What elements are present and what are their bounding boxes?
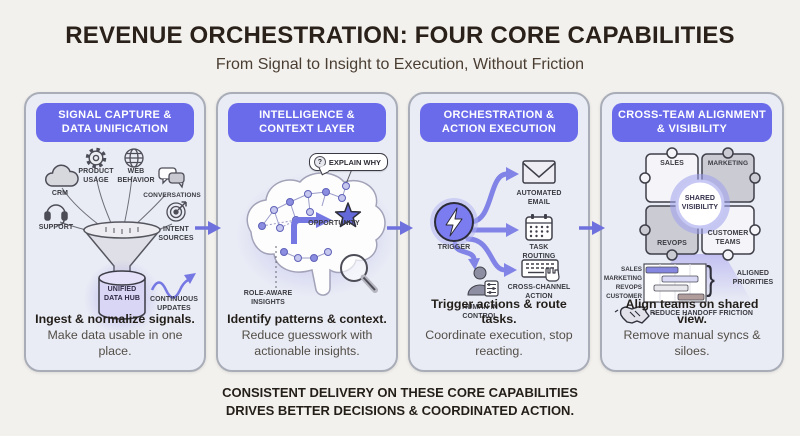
label-puzzle-sales: SALES — [660, 160, 684, 167]
email-icon — [522, 160, 556, 184]
star-icon — [334, 202, 362, 228]
label-crm: CRM — [51, 190, 69, 197]
label-support: SUPPORT — [38, 224, 74, 231]
gantt-row-customer: CUSTOMER — [606, 293, 642, 300]
calendar-icon — [525, 214, 553, 241]
intelligence-scene — [236, 163, 396, 297]
panel-orchestration-title: ORCHESTRATION & ACTION EXECUTION — [420, 103, 578, 142]
gantt-row-marketing: MARKETING — [603, 275, 642, 282]
alignment-scene — [614, 147, 761, 324]
brace-glyph: } — [706, 260, 715, 298]
footer-line1: CONSISTENT DELIVERY ON THESE CORE CAPABI… — [222, 385, 578, 400]
orchestration-scene — [430, 160, 560, 297]
opportunity-arrow-icon — [291, 212, 332, 244]
footer-line2: DRIVES BETTER DECISIONS & COORDINATED AC… — [225, 402, 575, 418]
signal-caption: Ingest & normalize signals. Make data us… — [35, 312, 195, 359]
shared-visibility-circle — [675, 179, 725, 229]
trigger-icon — [430, 198, 478, 246]
panel-orchestration: ORCHESTRATION & ACTION EXECUTION — [408, 92, 590, 372]
intelligence-caption: Identify patterns & context. Reduce gues… — [227, 312, 387, 359]
panel-intelligence-title: INTELLIGENCE & CONTEXT LAYER — [228, 103, 386, 142]
label-continuous-updates: CONTINUOUS UPDATES — [149, 296, 199, 312]
arrow-right-icon — [579, 221, 605, 235]
label-unified-data-hub: UNIFIED DATA HUB — [103, 286, 141, 302]
gantt-row-revops: REVOPS — [615, 284, 642, 291]
label-shared-visibility: SHARED VISIBILITY — [681, 195, 719, 211]
orchestration-caption: Trigger actions & route tasks. Coordinat… — [425, 296, 573, 359]
label-conversations: CONVERSATIONS — [143, 192, 201, 199]
label-automated-email: AUTOMATED EMAIL — [516, 190, 562, 206]
panel-intelligence: INTELLIGENCE & CONTEXT LAYER — [216, 92, 398, 372]
keyboard-icon — [521, 259, 560, 282]
panel-alignment: CROSS-TEAM ALIGNMENT & VISIBILITY — [600, 92, 784, 372]
label-opportunity: OPPORTUNITY — [308, 220, 360, 227]
database-icon — [98, 270, 146, 320]
gantt-chart — [643, 263, 707, 303]
page-title: REVENUE ORCHESTRATION: FOUR CORE CAPABIL… — [65, 22, 735, 49]
target-icon — [166, 201, 187, 222]
label-human-in-control: HUMAN IN CONTROL — [462, 304, 498, 320]
arrow-right-icon — [195, 221, 221, 235]
footer-statement: CONSISTENT DELIVERY ON THESE CORE CAPABI… — [0, 384, 800, 419]
gear-icon — [85, 147, 107, 169]
magnifier-icon — [340, 254, 378, 293]
alignment-caption: Align teams on shared view. Remove manua… — [623, 296, 761, 359]
chat-icon — [158, 167, 185, 189]
label-aligned-priorities: ALIGNED PRIORITIES — [732, 270, 774, 286]
explain-why-bubble: ? EXPLAIN WHY — [308, 153, 388, 176]
page-subtitle: From Signal to Insight to Execution, Wit… — [215, 56, 585, 73]
label-cross-channel: CROSS-CHANNEL ACTION — [507, 284, 571, 300]
signal-scene — [44, 147, 196, 330]
person-icon — [467, 266, 499, 297]
gantt-row-sales: SALES — [621, 266, 642, 273]
headset-icon — [44, 204, 68, 226]
label-role-aware: ROLE-AWARE INSIGHTS — [243, 290, 293, 306]
cloud-icon — [45, 164, 79, 187]
neural-nodes — [258, 182, 350, 262]
handshake-icon — [614, 306, 656, 324]
label-web-behavior: WEB BEHAVIOR — [117, 168, 155, 184]
label-puzzle-marketing: MARKETING — [707, 160, 749, 167]
globe-icon — [124, 148, 144, 168]
label-intent-sources: INTENT SOURCES — [158, 226, 194, 242]
label-puzzle-customer-teams: CUSTOMER TEAMS — [707, 230, 749, 246]
panel-alignment-title: CROSS-TEAM ALIGNMENT & VISIBILITY — [612, 103, 772, 142]
panel-signal-title: SIGNAL CAPTURE & DATA UNIFICATION — [36, 103, 194, 142]
explain-why-label: EXPLAIN WHY — [328, 157, 381, 167]
label-puzzle-revops: REVOPS — [657, 240, 687, 247]
label-product-usage: PRODUCT USAGE — [78, 168, 114, 184]
arrow-right-icon — [387, 221, 413, 235]
wave-arrow-icon — [150, 273, 196, 299]
label-task-routing: TASK ROUTING — [522, 244, 556, 260]
label-trigger: TRIGGER — [437, 244, 471, 251]
panel-signal-capture: SIGNAL CAPTURE & DATA UNIFICATION — [24, 92, 206, 372]
label-reduce-handoff: REDUCE HANDOFF FRICTION — [650, 310, 754, 317]
